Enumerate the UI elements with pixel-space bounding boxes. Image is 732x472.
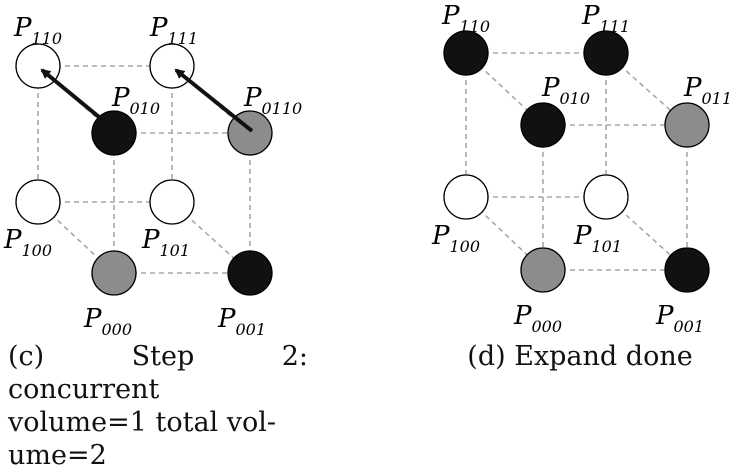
node-label-sub-101: 101 (592, 237, 623, 256)
node-label-sub-000: 000 (532, 317, 563, 336)
node-100 (16, 180, 60, 224)
node-label-101: P101 (141, 225, 190, 260)
node-label-010: P010 (111, 83, 160, 118)
node-label-sub-100: 100 (450, 237, 481, 256)
node-label-001: P001 (655, 301, 704, 336)
node-label-sub-001: 001 (236, 320, 267, 339)
node-label-011: P0110 (243, 83, 302, 118)
node-011 (665, 103, 709, 147)
node-010 (521, 103, 565, 147)
caption-c-line-2: volume=1 total vol- (8, 406, 308, 439)
caption-c-line-3: ume=2 (8, 439, 308, 472)
node-label-100: P100 (3, 225, 52, 260)
node-label-111: P111 (581, 1, 630, 36)
node-label-sub-101: 101 (160, 241, 191, 260)
node-101 (584, 175, 628, 219)
node-label-101: P101 (573, 221, 622, 256)
node-label-000: P000 (83, 304, 132, 339)
caption-c: (c) Step 2: concurrent volume=1 total vo… (8, 340, 308, 472)
node-110 (444, 31, 488, 75)
node-001 (665, 248, 709, 292)
node-001 (228, 251, 272, 295)
node-label-sub-000: 000 (102, 320, 133, 339)
node-100 (444, 175, 488, 219)
node-label-sub-011: 011 (702, 89, 732, 108)
node-label-111: P111 (149, 13, 198, 48)
node-label-sub-110: 110 (460, 17, 491, 36)
caption-d: (d) Expand done (440, 340, 720, 373)
node-101 (150, 180, 194, 224)
node-label-sub-001: 001 (674, 317, 705, 336)
node-label-110: P110 (441, 1, 490, 36)
node-label-sub-110: 110 (32, 29, 63, 48)
caption-d-line-1: (d) Expand done (440, 340, 720, 373)
node-label-110: P110 (13, 13, 62, 48)
node-label-000: P000 (513, 301, 562, 336)
caption-c-line-1: (c) Step 2: concurrent (8, 340, 308, 406)
node-000 (521, 248, 565, 292)
node-label-sub-010: 010 (560, 89, 591, 108)
arrow-011-to-111 (176, 70, 252, 131)
node-label-100: P100 (431, 221, 480, 256)
node-label-sub-010: 010 (130, 99, 161, 118)
node-label-sub-111: 111 (168, 29, 199, 48)
node-label-011: P011 (683, 73, 732, 108)
node-label-sub-011: 0110 (262, 99, 303, 118)
node-label-010: P010 (541, 73, 590, 108)
arrow-010-to-110 (42, 70, 116, 131)
node-111 (584, 31, 628, 75)
node-label-001: P001 (217, 304, 266, 339)
node-000 (92, 251, 136, 295)
node-label-sub-111: 111 (600, 17, 631, 36)
node-label-sub-100: 100 (22, 241, 53, 260)
